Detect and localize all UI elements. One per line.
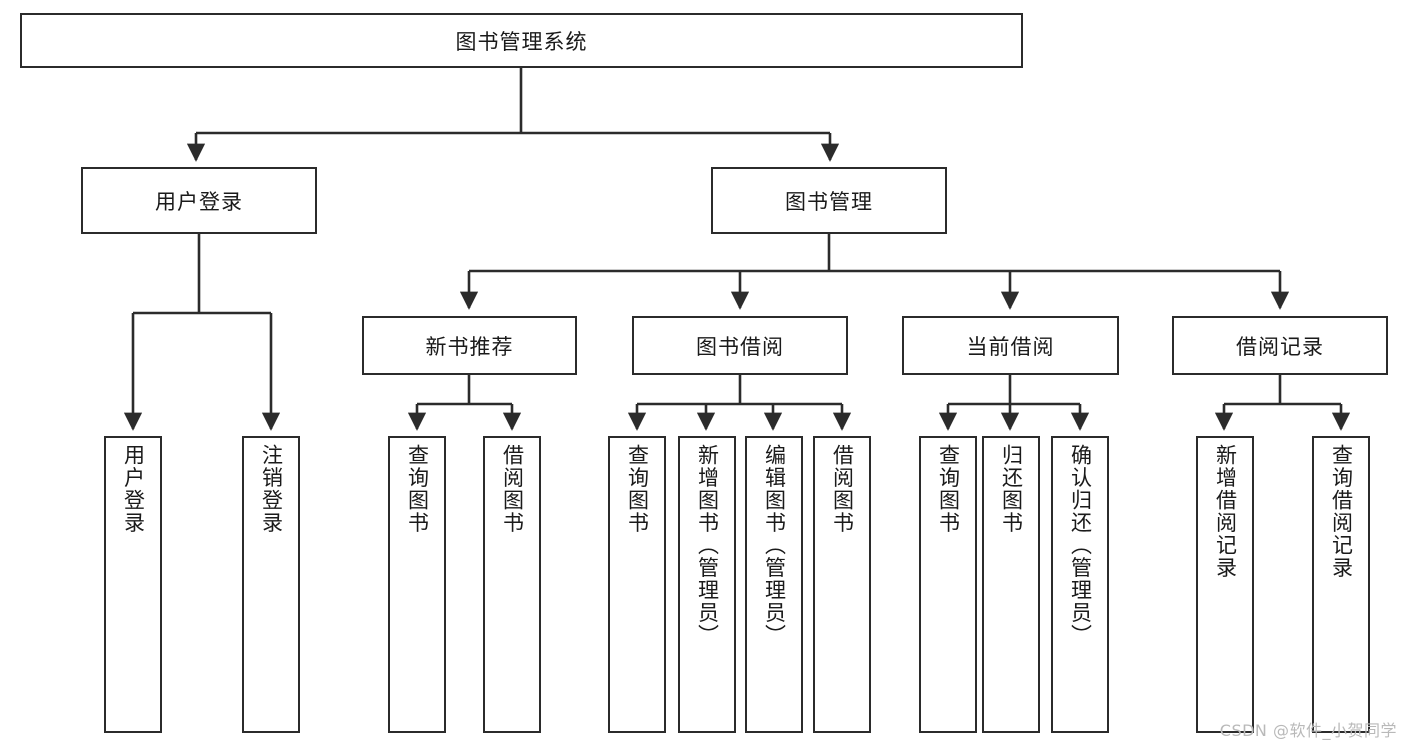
node-leaf-add-book-label: 新增图书（管理员） xyxy=(695,444,720,647)
node-leaf-confirm-return-label: 确认归还（管理员） xyxy=(1068,444,1093,647)
node-leaf-confirm-return[interactable]: 确认归还（管理员） xyxy=(1051,436,1109,733)
node-leaf-return-book-label: 归还图书 xyxy=(999,444,1024,534)
node-leaf-query-record-label: 查询借阅记录 xyxy=(1329,444,1354,579)
node-book-borrow-label: 图书借阅 xyxy=(696,334,784,359)
node-leaf-edit-book-label: 编辑图书（管理员） xyxy=(762,444,787,647)
node-leaf-add-book[interactable]: 新增图书（管理员） xyxy=(678,436,736,733)
node-root-label: 图书管理系统 xyxy=(455,29,588,54)
node-leaf-query-book-2[interactable]: 查询图书 xyxy=(608,436,666,733)
node-leaf-query-book-3-label: 查询图书 xyxy=(936,444,961,534)
node-borrow-record[interactable]: 借阅记录 xyxy=(1172,316,1388,375)
node-leaf-user-logout-label: 注销登录 xyxy=(259,444,284,534)
node-leaf-add-record-label: 新增借阅记录 xyxy=(1213,444,1238,579)
node-leaf-query-record[interactable]: 查询借阅记录 xyxy=(1312,436,1370,733)
node-leaf-add-record[interactable]: 新增借阅记录 xyxy=(1196,436,1254,733)
node-leaf-return-book[interactable]: 归还图书 xyxy=(982,436,1040,733)
node-leaf-user-logout[interactable]: 注销登录 xyxy=(242,436,300,733)
node-leaf-query-book-2-label: 查询图书 xyxy=(625,444,650,534)
node-leaf-edit-book[interactable]: 编辑图书（管理员） xyxy=(745,436,803,733)
node-leaf-borrow-book-1[interactable]: 借阅图书 xyxy=(483,436,541,733)
node-user-login[interactable]: 用户登录 xyxy=(81,167,317,234)
node-leaf-user-login-label: 用户登录 xyxy=(121,444,146,534)
node-leaf-user-login[interactable]: 用户登录 xyxy=(104,436,162,733)
node-borrow-record-label: 借阅记录 xyxy=(1236,334,1324,359)
node-book-management[interactable]: 图书管理 xyxy=(711,167,947,234)
node-leaf-query-book-1[interactable]: 查询图书 xyxy=(388,436,446,733)
node-book-management-label: 图书管理 xyxy=(785,189,873,214)
watermark: CSDN @软件_小贺同学 xyxy=(1219,721,1397,740)
node-current-borrow-label: 当前借阅 xyxy=(966,334,1055,359)
node-leaf-query-book-1-label: 查询图书 xyxy=(405,444,430,534)
node-root[interactable]: 图书管理系统 xyxy=(20,13,1023,68)
node-leaf-query-book-3[interactable]: 查询图书 xyxy=(919,436,977,733)
node-user-login-label: 用户登录 xyxy=(155,189,243,214)
node-book-borrow[interactable]: 图书借阅 xyxy=(632,316,848,375)
node-new-book-recommend[interactable]: 新书推荐 xyxy=(362,316,577,375)
node-new-book-recommend-label: 新书推荐 xyxy=(425,334,514,359)
node-leaf-borrow-book-1-label: 借阅图书 xyxy=(500,444,525,534)
node-current-borrow[interactable]: 当前借阅 xyxy=(902,316,1119,375)
node-leaf-borrow-book-2[interactable]: 借阅图书 xyxy=(813,436,871,733)
node-leaf-borrow-book-2-label: 借阅图书 xyxy=(830,444,855,534)
